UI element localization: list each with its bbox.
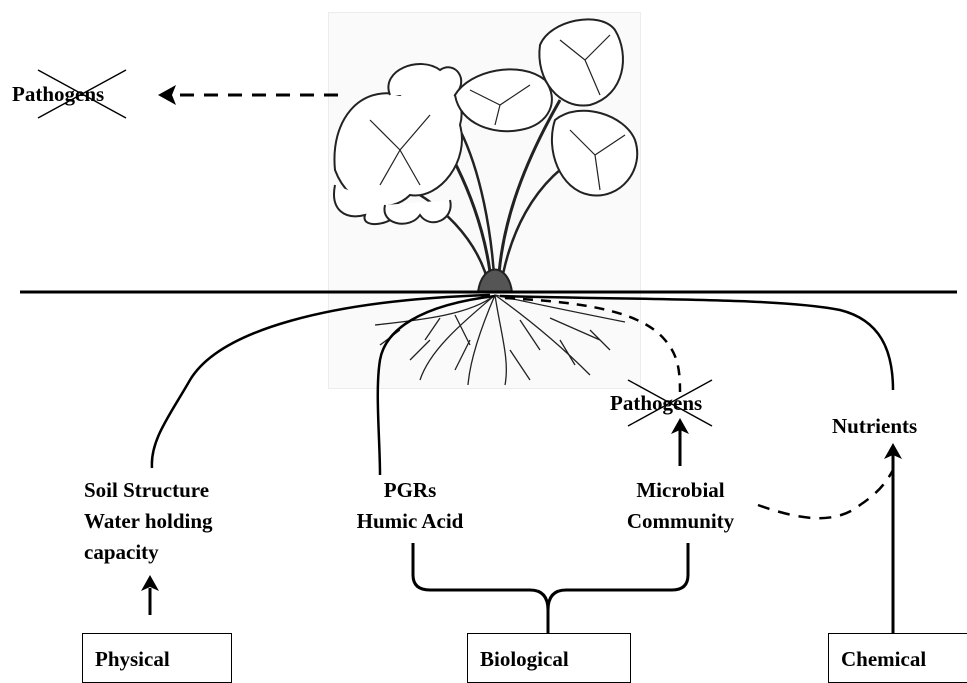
soil-structure-line2: Water holding [84,506,213,537]
chemical-box: Chemical [828,633,967,683]
biological-bracket [413,543,688,640]
chemical-label: Chemical [841,647,926,672]
pathogens-middle-label: Pathogens [610,388,702,418]
arrowhead-left-icon [158,85,176,105]
microbial-line1: Microbial [608,475,753,506]
physical-box: Physical [82,633,232,683]
microbial-pathogen-connector [505,298,680,392]
soil-structure-line3: capacity [84,537,213,568]
nutrients-connector [500,296,893,390]
biological-label: Biological [480,647,569,672]
microbial-line2: Community [608,506,753,537]
strawberry-plant-icon [334,19,637,385]
soil-structure-line1: Soil Structure [84,475,213,506]
microbial-to-nutrients-connector [758,470,893,518]
pgrs-label: PGRs Humic Acid [340,475,480,537]
pathogens-top-label: Pathogens [12,79,104,109]
soil-structure-label: Soil Structure Water holding capacity [84,475,213,568]
pgrs-line2: Humic Acid [340,506,480,537]
physical-label: Physical [95,647,170,672]
soil-structure-connector [152,295,490,468]
biological-box: Biological [467,633,631,683]
nutrients-label: Nutrients [832,411,917,441]
microbial-community-label: Microbial Community [608,475,753,537]
pgrs-line1: PGRs [340,475,480,506]
